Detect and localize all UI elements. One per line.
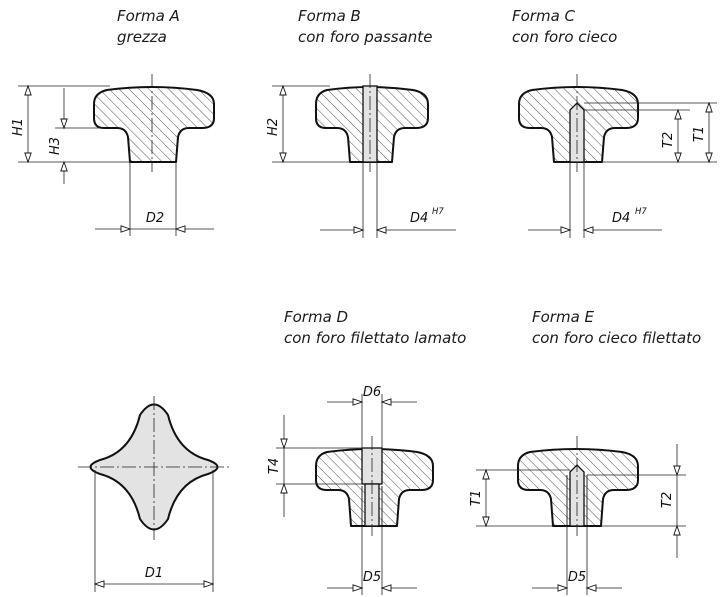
label-d4: D4 — [410, 211, 428, 226]
label-t1: T1 — [469, 490, 484, 506]
knob-forma-c-blind-hole — [569, 102, 585, 163]
label-t4: T4 — [267, 458, 282, 474]
caption-forma-a-subtitle: grezza — [117, 28, 167, 46]
caption-forma-a: Forma A grezza — [117, 6, 180, 48]
caption-forma-d-subtitle: con foro filettato lamato — [284, 329, 467, 347]
label-d5: D5 — [568, 570, 586, 585]
caption-forma-d-title: Forma D — [284, 308, 349, 326]
caption-forma-e: Forma E con foro cieco filettato — [532, 307, 701, 349]
label-tolerance-h7: H7 — [635, 207, 647, 217]
caption-forma-b-subtitle: con foro passante — [298, 28, 433, 46]
caption-forma-b: Forma B con foro passante — [298, 6, 432, 48]
label-d5: D5 — [363, 570, 381, 585]
knob-forma-a-section — [93, 86, 215, 163]
caption-forma-c-subtitle: con foro cieco — [512, 28, 618, 46]
caption-forma-c-title: Forma C — [512, 7, 576, 25]
label-d4: D4 — [612, 211, 630, 226]
knob-top-view: D1 — [78, 396, 230, 592]
knob-forma-a: H1 H3 D2 — [11, 74, 215, 236]
label-d6: D6 — [363, 385, 381, 400]
label-t2: T2 — [660, 492, 675, 508]
label-h3: H3 — [48, 137, 63, 155]
label-tolerance-h7: H7 — [432, 207, 444, 217]
caption-forma-c: Forma C con foro cieco — [512, 6, 617, 48]
label-d2: D2 — [146, 211, 164, 226]
caption-forma-b-title: Forma B — [298, 7, 361, 25]
knob-forma-c: T2 T1 D4 H7 — [518, 74, 717, 238]
knob-forma-d: D6 T4 D5 — [267, 385, 434, 595]
caption-forma-d: Forma D con foro filettato lamato — [284, 307, 466, 349]
knob-forma-b: H2 D4 H7 — [266, 74, 456, 238]
knob-forma-e-threaded-blind-hole — [569, 464, 585, 527]
label-h1: H1 — [11, 118, 26, 136]
label-t2: T2 — [661, 132, 676, 148]
label-d1: D1 — [145, 566, 163, 581]
label-t1: T1 — [692, 126, 707, 142]
caption-forma-e-title: Forma E — [532, 308, 595, 326]
label-h2: H2 — [266, 118, 281, 136]
caption-forma-e-subtitle: con foro cieco filettato — [532, 329, 702, 347]
knob-forma-e: T1 T2 D5 — [469, 436, 686, 595]
caption-forma-a-title: Forma A — [117, 7, 180, 25]
